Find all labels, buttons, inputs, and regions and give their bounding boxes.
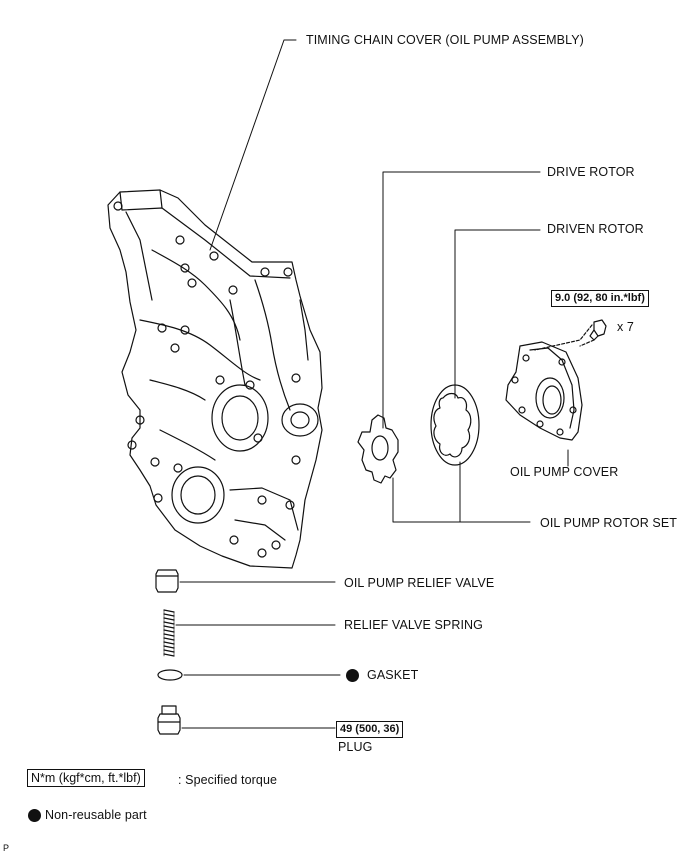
drive-rotor-drawing [357,414,399,484]
label-oil-pump-rotor-set: OIL PUMP ROTOR SET [540,516,678,530]
corner-code: P [3,843,10,853]
leader-lines [175,39,569,729]
legend-torque-unit: N*m (kgf*cm, ft.*lbf) [27,769,145,787]
non-reusable-marker-gasket [346,669,359,682]
label-timing-chain-cover: TIMING CHAIN COVER (OIL PUMP ASSEMBLY) [306,33,584,47]
plug-drawing [157,705,181,735]
label-plug: PLUG [338,740,373,754]
relief-valve-drawing [155,569,179,593]
legend-torque-text: : Specified torque [178,773,278,787]
label-oil-pump-cover: OIL PUMP COVER [510,465,619,479]
torque-plug: 49 (500, 36) [336,721,404,738]
cover-bolt-quantity: x 7 [617,320,634,334]
gasket-drawing [157,669,183,681]
cover-bolt-drawing [534,319,607,351]
label-gasket: GASKET [367,668,419,682]
label-driven-rotor: DRIVEN ROTOR [547,222,644,236]
oil-pump-cover-drawing [505,341,583,441]
relief-valve-spring-drawing [163,609,175,657]
legend-non-reusable-marker [28,809,41,822]
label-relief-valve: OIL PUMP RELIEF VALVE [344,576,495,590]
timing-chain-cover-drawing [107,189,323,569]
label-drive-rotor: DRIVE ROTOR [547,165,635,179]
torque-cover-bolt: 9.0 (92, 80 in.*lbf) [551,290,649,307]
label-relief-valve-spring: RELIEF VALVE SPRING [344,618,483,632]
legend-non-reusable-text: Non-reusable part [45,808,147,822]
